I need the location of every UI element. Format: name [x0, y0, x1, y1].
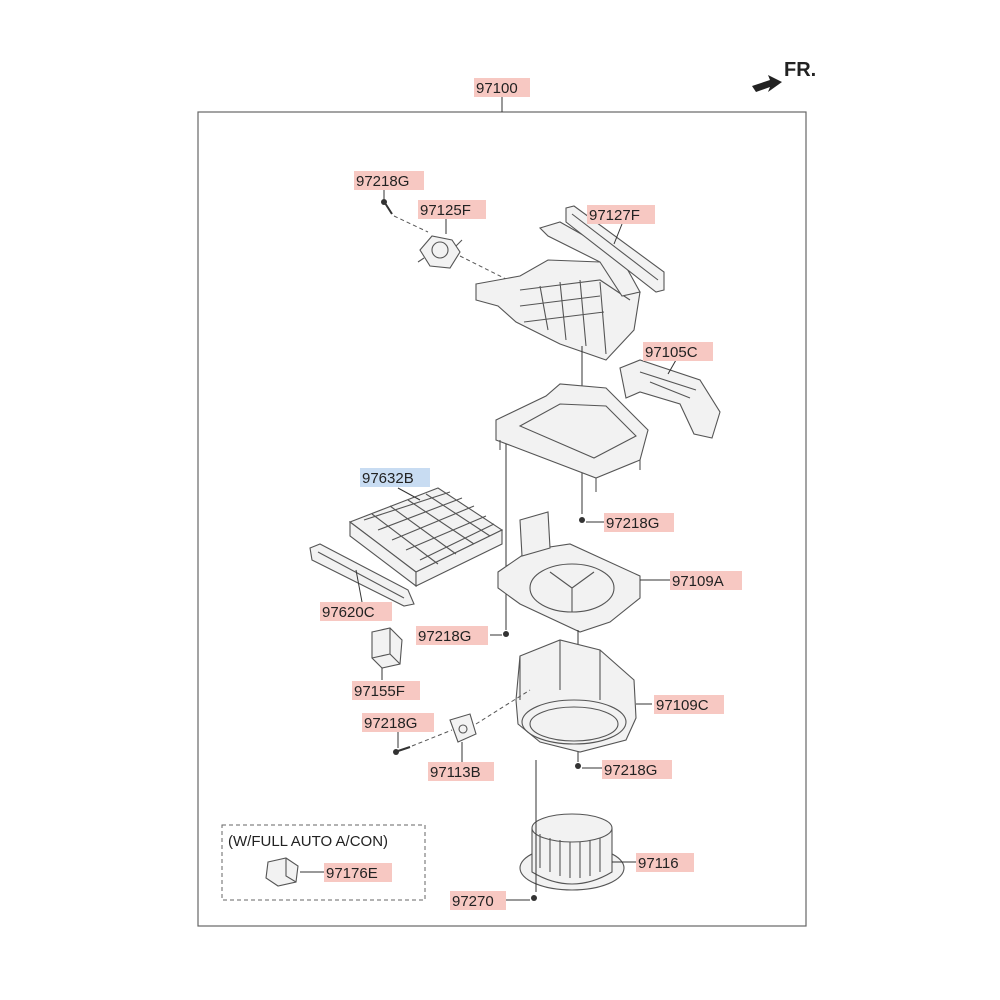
screw-bottom-drawing [531, 895, 537, 901]
front-arrow-icon [752, 75, 782, 92]
part-label-97109c[interactable]: 97109C [654, 695, 724, 714]
svg-text:97218G: 97218G [604, 762, 657, 779]
svg-text:97109C: 97109C [656, 697, 709, 714]
part-label-97632b[interactable]: 97632B [360, 468, 430, 487]
blower-housing-drawing [515, 639, 637, 753]
option-box [221, 824, 426, 901]
front-direction-indicator: FR. [752, 59, 816, 92]
sensor-97176e-drawing [265, 857, 299, 887]
svg-text:97218G: 97218G [606, 515, 659, 532]
svg-text:97113B: 97113B [430, 764, 481, 781]
part-label-97109a[interactable]: 97109A [670, 571, 742, 590]
duct-97105c-drawing [619, 359, 721, 439]
upper-case-drawing [475, 221, 641, 361]
option-box-label: (W/FULL AUTO A/CON) [228, 833, 388, 850]
part-label-97116[interactable]: 97116 [636, 853, 694, 872]
svg-text:97105C: 97105C [645, 344, 698, 361]
part-label-97620c[interactable]: 97620C [320, 602, 392, 621]
svg-text:97218G: 97218G [364, 715, 417, 732]
part-label-97270[interactable]: 97270 [450, 891, 506, 910]
cabin-filter-drawing [348, 487, 504, 588]
svg-text:97116: 97116 [638, 855, 679, 872]
part-label-97218g-right1[interactable]: 97218G [604, 513, 674, 532]
screw-top-drawing [381, 199, 429, 233]
part-label-97113b[interactable]: 97113B [428, 762, 494, 781]
part-label-97176e[interactable]: 97176E [324, 863, 392, 882]
resistor-97155f-drawing [371, 627, 403, 669]
blower-motor-drawing [519, 813, 625, 891]
svg-text:97218G: 97218G [418, 628, 471, 645]
svg-text:97218G: 97218G [356, 173, 409, 190]
svg-text:97125F: 97125F [420, 202, 471, 219]
leader-lines [300, 188, 677, 901]
lower-case-97109a-drawing [497, 511, 641, 633]
screw-right2-drawing [575, 763, 581, 769]
front-direction-label: FR. [784, 59, 816, 81]
svg-text:97100: 97100 [476, 80, 518, 97]
part-label-97218g-top[interactable]: 97218G [354, 171, 424, 190]
screw-mid-drawing [503, 631, 509, 637]
svg-text:97127F: 97127F [589, 207, 640, 224]
bracket-97113b-drawing [449, 689, 531, 743]
part-label-97127f[interactable]: 97127F [587, 205, 655, 224]
screw-right1-drawing [579, 517, 585, 523]
part-label-97218g-right2[interactable]: 97218G [602, 760, 672, 779]
svg-text:97620C: 97620C [322, 604, 375, 621]
svg-text:97270: 97270 [452, 893, 494, 910]
svg-text:97109A: 97109A [672, 573, 724, 590]
assembly-frame [197, 111, 807, 927]
part-label-97125f[interactable]: 97125F [418, 200, 486, 219]
svg-text:97176E: 97176E [326, 865, 378, 882]
part-label-97218g-left[interactable]: 97218G [362, 713, 434, 732]
filter-housing-drawing [495, 383, 649, 492]
actuator-97125f-drawing [417, 235, 521, 287]
filter-cover-drawing [309, 543, 415, 607]
screw-left-drawing [393, 729, 453, 755]
part-label-97105c[interactable]: 97105C [643, 342, 713, 361]
svg-text:97632B: 97632B [362, 470, 414, 487]
seal-97127f-drawing [565, 205, 665, 293]
part-label-97218g-mid[interactable]: 97218G [416, 626, 488, 645]
svg-text:97155F: 97155F [354, 683, 405, 700]
part-label-97155f[interactable]: 97155F [352, 681, 420, 700]
part-label-97100[interactable]: 97100 [474, 78, 530, 97]
